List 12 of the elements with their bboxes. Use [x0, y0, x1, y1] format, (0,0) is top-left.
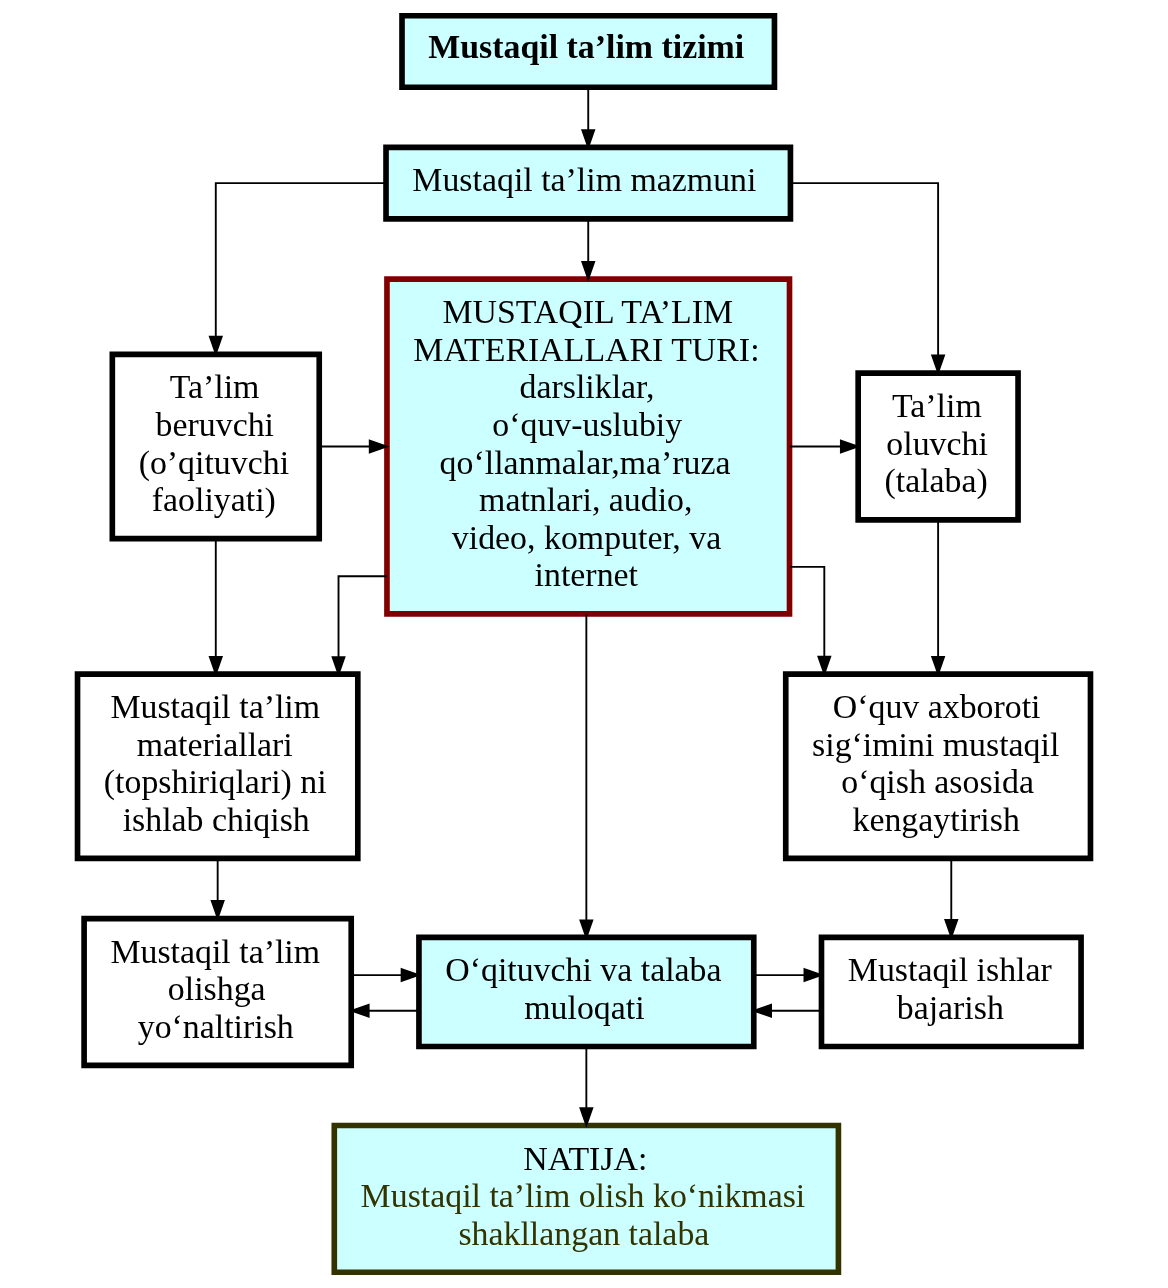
node-box: Mustaqil ta’lim olishga yo‘naltirish: [81, 915, 355, 1069]
node-box: Mustaqil ta’lim materiallari (topshiriqlari) ni ishlab chiqish: [74, 671, 361, 862]
node-box: O‘quv axboroti sig‘imini mustaqil o‘qish asosida kengaytirish: [782, 671, 1094, 862]
node-box: Mustaqil ta’lim mazmuni: [383, 144, 794, 222]
arrow: [581, 218, 596, 282]
node-box: Ta’lim beruvchi (o’qituvchi faoliyati): [109, 351, 323, 542]
node-box: O‘qituvchi va talaba muloqati: [416, 934, 757, 1050]
node-box: NATIJA: Mustaqil ta’lim olish ko‘nikmasi shakllangan talaba: [331, 1122, 842, 1276]
node-box: Ta’lim oluvchi (talaba): [855, 370, 1021, 523]
node-box: Mustaqil ta’lim tizimi: [399, 12, 778, 91]
node-box: MUSTAQIL TA’LIM MATERIALLARI TURI: darsliklar, o‘quv-uslubiy qo‘llanmalar,ma’ruza matnlari, audio, video, komputer, va internet: [384, 276, 793, 617]
node-box: Mustaqil ishlar bajarish: [818, 934, 1084, 1050]
